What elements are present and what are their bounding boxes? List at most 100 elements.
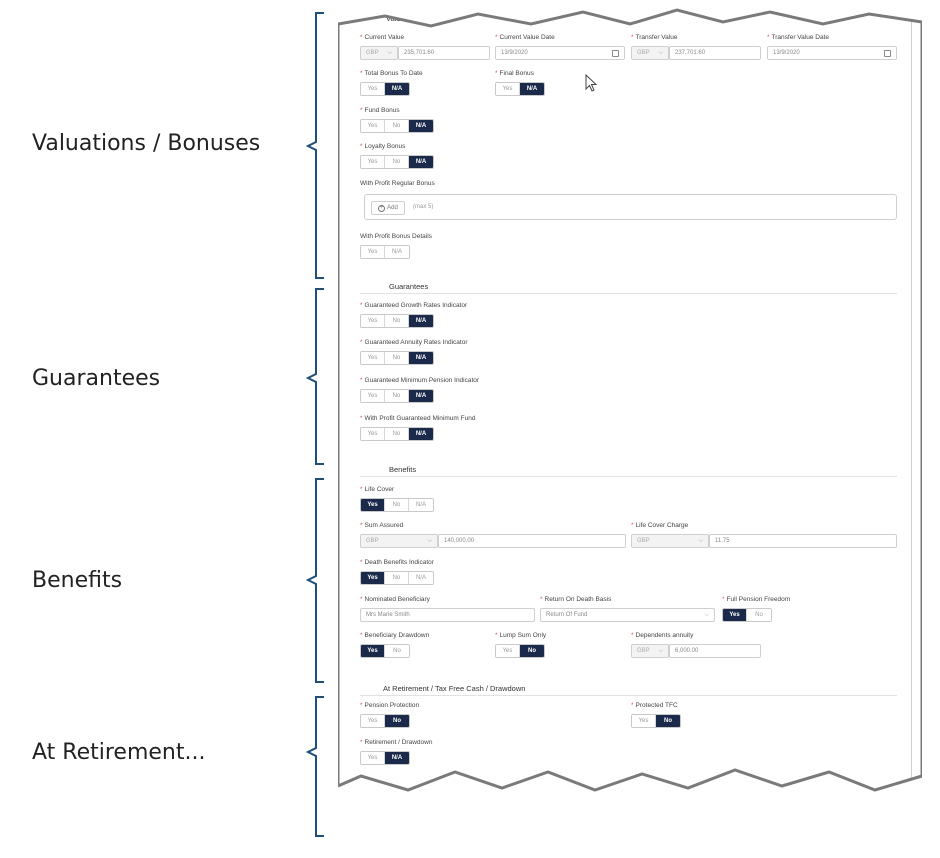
section-divider	[360, 476, 897, 477]
dependents-annuity-input[interactable]: 6,000.00	[669, 644, 761, 658]
option-na[interactable]: N/A	[409, 156, 433, 168]
wp-bonus-details-label: With Profit Bonus Details	[360, 233, 432, 240]
option-yes[interactable]: Yes	[361, 246, 385, 258]
option-yes[interactable]: Yes	[496, 645, 520, 657]
option-yes[interactable]: Yes	[361, 428, 385, 440]
section-title-guarantees: Guarantees	[389, 282, 429, 291]
option-yes[interactable]: Yes	[361, 715, 385, 727]
life-cover-charge-label: *Life Cover Charge	[631, 522, 689, 529]
transfer-value-date-input[interactable]: 13/9/2020	[767, 46, 897, 60]
option-na[interactable]: N/A	[409, 315, 433, 327]
wp-regular-bonus-list: +Add (max 5)	[364, 194, 897, 220]
death-benefits-label: *Death Benefits Indicator	[360, 559, 434, 566]
life-cover-charge-input[interactable]: 11.75	[709, 534, 897, 548]
option-yes[interactable]: Yes	[723, 609, 747, 621]
beneficiary-drawdown-label: *Beneficiary Drawdown	[360, 632, 430, 639]
add-bonus-button[interactable]: +Add	[371, 201, 405, 215]
option-yes[interactable]: Yes	[361, 352, 385, 364]
dependents-annuity-currency[interactable]: GBP⌵	[631, 644, 669, 658]
option-no[interactable]: No	[385, 499, 409, 511]
calendar-icon	[884, 49, 891, 57]
option-no[interactable]: No	[385, 428, 409, 440]
form-screenshot: Valuations *Current Value GBP⌵ 235,701.6…	[338, 0, 922, 820]
annotation-guarantees: Guarantees	[32, 366, 161, 391]
option-yes[interactable]: Yes	[361, 315, 385, 327]
option-yes[interactable]: Yes	[496, 83, 520, 95]
scrollbar-track[interactable]	[911, 20, 912, 790]
transfer-value-currency[interactable]: GBP⌵	[631, 46, 669, 60]
chevron-down-icon: ⌵	[658, 647, 663, 654]
option-no[interactable]: No	[656, 715, 680, 727]
option-no[interactable]: No	[385, 715, 409, 727]
option-no[interactable]: No	[385, 156, 409, 168]
option-na[interactable]: N/A	[409, 572, 433, 584]
annotation-at-retirement: At Retirement...	[32, 740, 206, 765]
transfer-value-input[interactable]: 237,701.60	[669, 46, 761, 60]
option-yes[interactable]: Yes	[361, 572, 385, 584]
torn-paper-edge	[338, 8, 922, 792]
nominated-beneficiary-input[interactable]: Mrs Marie Smith	[360, 608, 535, 622]
option-na[interactable]: N/A	[409, 499, 433, 511]
option-yes[interactable]: Yes	[361, 120, 385, 132]
nominated-beneficiary-label: *Nominated Beneficiary	[360, 596, 430, 603]
option-yes[interactable]: Yes	[361, 752, 385, 764]
return-on-death-label: *Return On Death Basis	[540, 596, 612, 603]
option-na[interactable]: N/A	[385, 246, 409, 258]
current-value-label: *Current Value	[360, 34, 405, 41]
option-yes[interactable]: Yes	[361, 156, 385, 168]
current-value-date-input[interactable]: 13/9/2020	[495, 46, 625, 60]
sum-assured-input[interactable]: 140,000.00	[438, 534, 626, 548]
option-na[interactable]: N/A	[409, 428, 433, 440]
current-value-input[interactable]: 235,701.60	[398, 46, 490, 60]
option-no[interactable]: No	[385, 120, 409, 132]
option-yes[interactable]: Yes	[361, 83, 385, 95]
section-divider	[360, 293, 897, 294]
g-growth-label: *Guaranteed Growth Rates Indicator	[360, 302, 468, 309]
option-no[interactable]: No	[385, 390, 409, 402]
option-na[interactable]: N/A	[520, 83, 544, 95]
option-no[interactable]: No	[385, 352, 409, 364]
brace-guarantees	[306, 288, 324, 465]
option-na[interactable]: N/A	[409, 120, 433, 132]
final-bonus-label: *Final Bonus	[495, 70, 534, 77]
g-min-pension-label: *Guaranteed Minimum Pension Indicator	[360, 377, 480, 384]
option-no[interactable]: No	[385, 315, 409, 327]
option-no[interactable]: No	[385, 572, 409, 584]
option-na[interactable]: N/A	[385, 752, 409, 764]
chevron-down-icon: ⌵	[704, 611, 709, 618]
option-na[interactable]: N/A	[409, 390, 433, 402]
option-no[interactable]: No	[520, 645, 544, 657]
option-yes[interactable]: Yes	[361, 499, 385, 511]
option-yes[interactable]: Yes	[632, 715, 656, 727]
option-na[interactable]: N/A	[409, 352, 433, 364]
option-no[interactable]: No	[385, 645, 409, 657]
option-yes[interactable]: Yes	[361, 390, 385, 402]
life-cover-charge-currency[interactable]: GBP⌵	[631, 534, 709, 548]
sum-assured-currency[interactable]: GBP⌵	[360, 534, 438, 548]
option-na[interactable]: N/A	[385, 83, 409, 95]
option-no[interactable]: No	[747, 609, 771, 621]
current-value-currency[interactable]: GBP⌵	[360, 46, 398, 60]
return-on-death-select[interactable]: Return Of Fund⌵	[540, 608, 715, 622]
retirement-drawdown-label: *Retirement / Drawdown	[360, 739, 433, 746]
chevron-down-icon: ⌵	[698, 537, 703, 544]
option-yes[interactable]: Yes	[361, 645, 385, 657]
wp-regular-bonus-label: With Profit Regular Bonus	[360, 180, 435, 187]
